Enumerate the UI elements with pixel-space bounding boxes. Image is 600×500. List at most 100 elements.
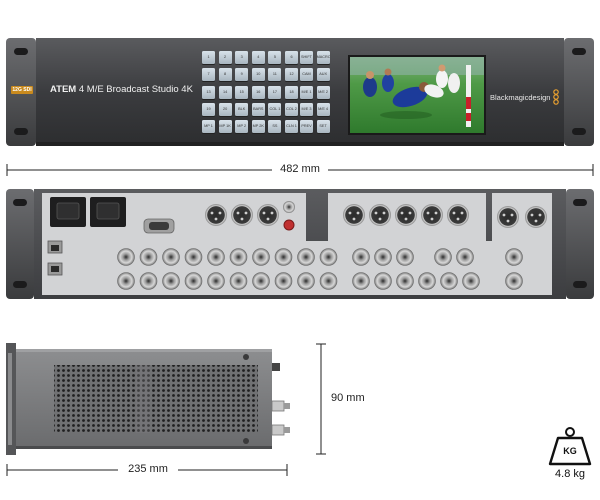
panel-key[interactable]: MP 1K	[218, 120, 232, 134]
panel-key[interactable]: 16	[251, 85, 265, 99]
height-dimension	[314, 343, 354, 455]
bnc-connector	[274, 272, 293, 290]
xlr-pin	[244, 211, 248, 215]
xlr-pin	[240, 217, 244, 221]
panel-key[interactable]: 5	[268, 51, 282, 64]
xlr-connector	[257, 204, 279, 226]
bnc-connector	[374, 272, 392, 290]
panel-key[interactable]: 15	[235, 85, 249, 99]
xlr-pin	[408, 211, 412, 215]
panel-function-key[interactable]: PREV	[300, 120, 313, 134]
panel-key[interactable]: 11	[268, 68, 282, 82]
xlr-pin	[400, 211, 404, 215]
depth-dimension-line	[6, 464, 288, 476]
xlr-pin	[452, 211, 456, 215]
panel-key[interactable]: BLK	[235, 102, 249, 116]
panel-function-key[interactable]: M/E 1	[300, 85, 313, 99]
bnc-connector	[184, 248, 203, 266]
xlr-connector	[497, 206, 519, 228]
bnc-connector	[352, 272, 370, 290]
xlr-connector	[525, 206, 547, 228]
panel-key[interactable]: 12	[285, 68, 298, 82]
panel-key[interactable]: CLN 1	[285, 120, 298, 134]
panel-key[interactable]: 18	[285, 85, 298, 99]
xlr-pin	[430, 217, 434, 221]
bnc-connector	[207, 272, 225, 290]
xlr-pin	[404, 217, 408, 221]
panel-function-key[interactable]: M/E 4	[316, 102, 330, 116]
xlr-connector	[421, 204, 443, 226]
panel-function-key[interactable]: AUX	[316, 68, 330, 82]
xlr-pin	[426, 211, 430, 215]
bnc-connector	[456, 248, 474, 266]
panel-key[interactable]: 20	[218, 102, 232, 116]
width-dimension: 482 mm	[6, 162, 594, 178]
panel-function-key[interactable]: MACRO	[316, 51, 330, 64]
product-title: ATEM 4 M/E Broadcast Studio 4K	[50, 84, 193, 95]
panel-key[interactable]: 9	[235, 68, 249, 82]
bnc-connector	[139, 248, 158, 266]
bnc-connector	[117, 248, 135, 266]
depth-label: 235 mm	[128, 463, 168, 475]
panel-function-key[interactable]: M/E 2	[316, 85, 330, 99]
weight-unit: KG	[563, 446, 577, 456]
panel-key[interactable]: 10	[251, 68, 265, 82]
xlr-pin	[214, 217, 218, 221]
panel-key[interactable]: 3	[235, 51, 249, 64]
panel-function-key[interactable]: SHIFT	[300, 51, 313, 64]
bnc-connector	[418, 272, 436, 290]
bnc-connector	[374, 248, 392, 266]
xlr-pin	[210, 211, 214, 215]
weight-value: 4.8 kg	[555, 468, 585, 480]
panel-key[interactable]: 8	[218, 68, 232, 82]
bnc-connector	[396, 272, 414, 290]
panel-function-key[interactable]: SET	[316, 120, 330, 134]
bnc-connector	[440, 272, 458, 290]
panel-key[interactable]: MP 2K	[251, 120, 265, 134]
panel-key[interactable]: 19	[202, 102, 215, 116]
bnc-connector	[117, 272, 135, 290]
xlr-pin	[348, 211, 352, 215]
bnc-connector	[434, 248, 452, 266]
panel-key[interactable]: COL 2	[285, 102, 298, 116]
panel-key[interactable]: MP 1	[202, 120, 215, 134]
rugby-image	[350, 57, 484, 133]
panel-key[interactable]: MP 2	[235, 120, 249, 134]
bnc-connector	[396, 248, 414, 266]
title-model: 4 M/E Broadcast Studio 4K	[78, 84, 193, 95]
bnc-connector	[297, 272, 315, 290]
panel-key[interactable]: BARS	[251, 102, 265, 116]
panel-function-key[interactable]: M/E 3	[300, 102, 313, 116]
xlr-pin	[460, 211, 464, 215]
xlr-pin	[502, 213, 506, 217]
bnc-connector	[229, 248, 248, 266]
brand-logo: Blackmagicdesign	[490, 89, 560, 105]
xlr-pin	[534, 219, 538, 223]
title-brand: ATEM	[50, 84, 77, 95]
xlr-connector	[395, 204, 417, 226]
bnc-connector	[274, 248, 293, 266]
panel-function-key[interactable]: CAM	[300, 68, 313, 82]
panel-key[interactable]: COL 1	[268, 102, 282, 116]
xlr-pin	[434, 211, 438, 215]
panel-key[interactable]: 4	[251, 51, 265, 64]
bnc-connector	[505, 272, 523, 290]
bnc-connector	[352, 248, 370, 266]
panel-key[interactable]: 17	[268, 85, 282, 99]
panel-key[interactable]: 6	[285, 51, 298, 64]
panel-key[interactable]: 7	[202, 68, 215, 82]
panel-key[interactable]: 1	[202, 51, 215, 64]
depth-dimension: 235 mm	[6, 462, 288, 478]
panel-key[interactable]: 2	[218, 51, 232, 64]
xlr-connector	[205, 204, 227, 226]
xlr-connector	[369, 204, 391, 226]
panel-key[interactable]: 14	[218, 85, 232, 99]
panel-key[interactable]: 13	[202, 85, 215, 99]
panel-key[interactable]: SS	[268, 120, 282, 134]
bnc-connector	[462, 272, 480, 290]
xlr-pin	[270, 211, 274, 215]
height-dimension-line	[316, 343, 326, 455]
weight-block: KG 4.8 kg	[548, 426, 592, 486]
